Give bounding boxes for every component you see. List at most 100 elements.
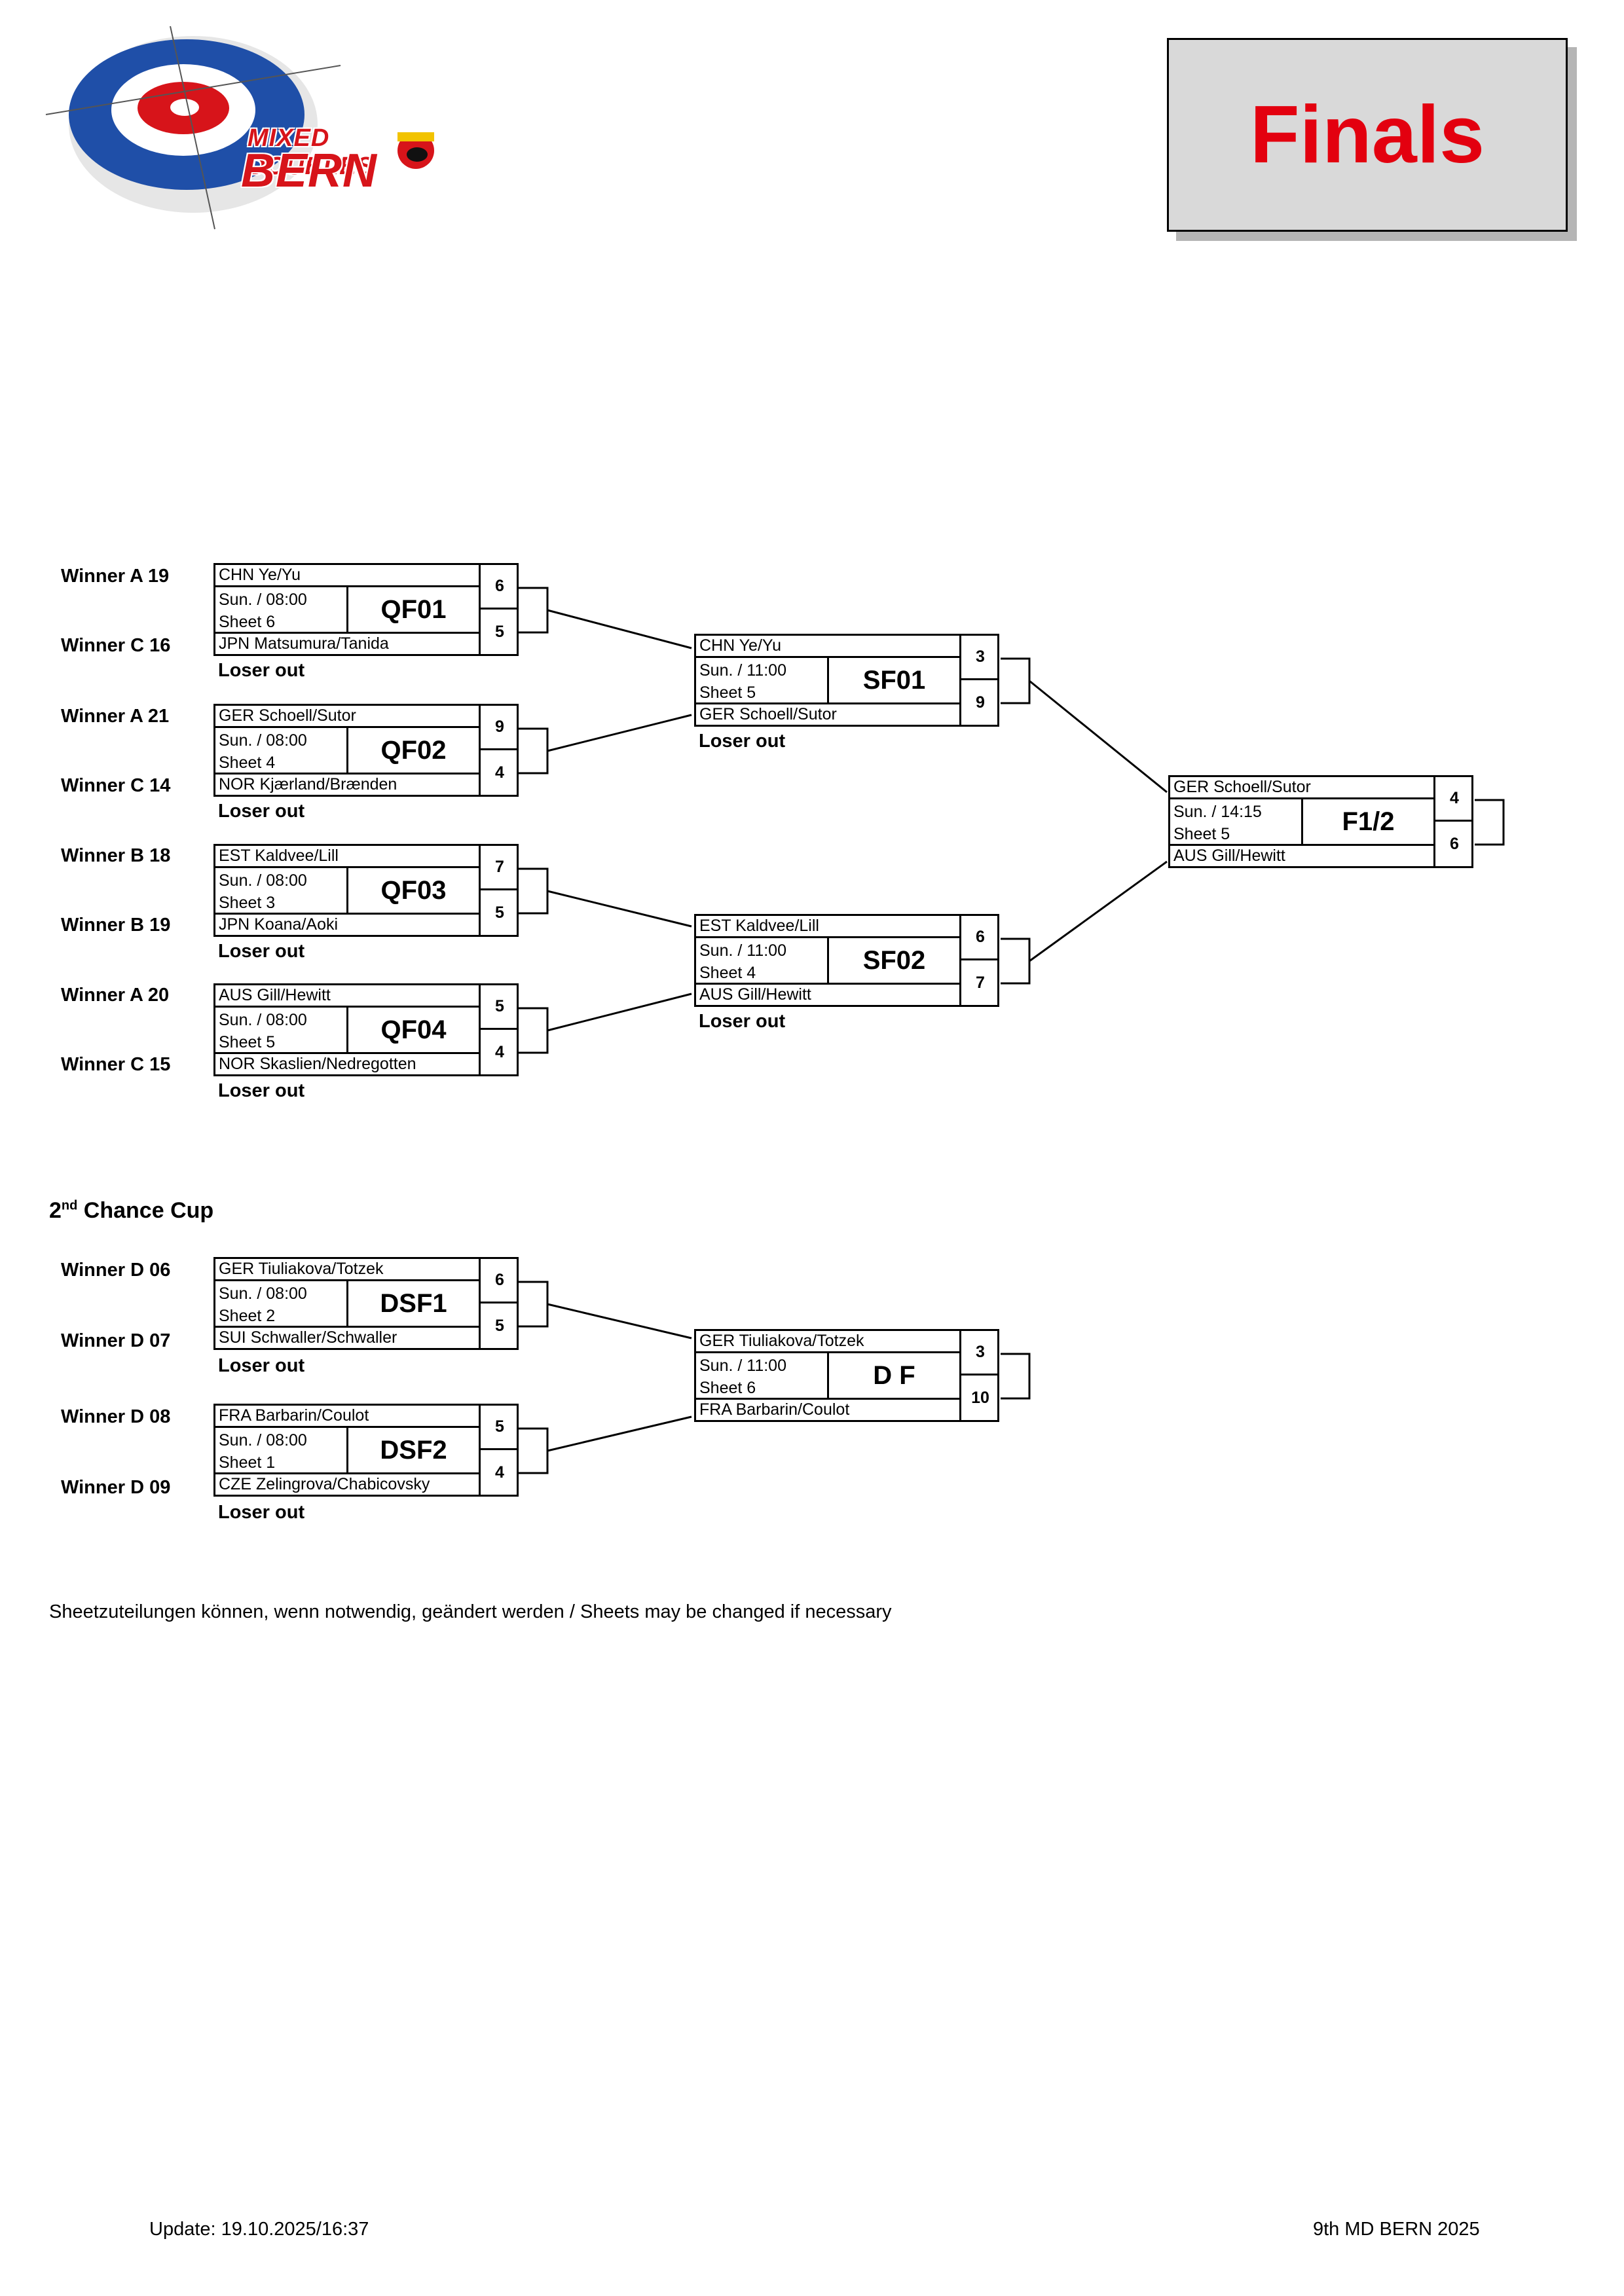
team-bottom: FRA Barbarin/Coulot xyxy=(696,1398,959,1420)
loser-note: Loser out xyxy=(218,1080,305,1101)
score-top: 6 xyxy=(961,916,999,960)
update-timestamp: Update: 19.10.2025/16:37 xyxy=(149,2219,369,2240)
title-box: Finals xyxy=(1167,38,1568,232)
match-df: GER Tiuliakova/Totzek Sun. / 11:00 Sheet… xyxy=(694,1329,999,1422)
score-top: 6 xyxy=(481,565,519,610)
score-bottom: 9 xyxy=(976,693,985,712)
team-bottom: JPN Matsumura/Tanida xyxy=(215,632,479,654)
match-sheet: Sheet 5 xyxy=(699,683,756,702)
score-column: 6 5 xyxy=(479,565,519,654)
loser-note: Loser out xyxy=(699,731,786,752)
score-bottom: 4 xyxy=(495,763,504,782)
score-top: 4 xyxy=(1435,777,1473,822)
match-sheet: Sheet 5 xyxy=(219,1033,276,1051)
match-date: Sun. / 08:00 xyxy=(219,1011,307,1029)
bern-bear-icon xyxy=(397,132,434,169)
score-top: 6 xyxy=(481,1259,519,1303)
team-top: GER Schoell/Sutor xyxy=(215,706,479,728)
team-top: GER Tiuliakova/Totzek xyxy=(215,1259,479,1281)
score-column: 5 4 xyxy=(479,1406,519,1495)
match-sheet: Sheet 2 xyxy=(219,1307,276,1325)
team-top: AUS Gill/Hewitt xyxy=(215,985,479,1008)
match-sheet: Sheet 4 xyxy=(219,754,276,772)
score-column: 3 10 xyxy=(959,1331,999,1420)
match-date: Sun. / 11:00 xyxy=(699,941,786,960)
logo-line2: BERN xyxy=(241,145,378,197)
score-top: 3 xyxy=(961,636,999,680)
team-top: GER Schoell/Sutor xyxy=(1170,777,1433,799)
score-top: 5 xyxy=(481,1406,519,1450)
sheet-change-note: Sheetzuteilungen können, wenn notwendig,… xyxy=(49,1601,892,1622)
second-chance-heading: 2nd Chance Cup xyxy=(49,1198,213,1224)
score-bottom: 4 xyxy=(495,1042,504,1061)
match-code: D F xyxy=(827,1353,959,1398)
score-bottom: 5 xyxy=(495,622,504,641)
match-date: Sun. / 08:00 xyxy=(219,1285,307,1303)
match-sheet: Sheet 3 xyxy=(219,894,276,912)
score-top: 5 xyxy=(481,985,519,1030)
match-sheet: Sheet 5 xyxy=(1173,825,1230,843)
match-code: DSF1 xyxy=(346,1281,479,1326)
score-column: 3 9 xyxy=(959,636,999,725)
team-bottom: SUI Schwaller/Schwaller xyxy=(215,1326,479,1348)
seed-label: Winner B 18 xyxy=(61,845,171,866)
team-bottom: NOR Kjærland/Brænden xyxy=(215,773,479,795)
score-bottom: 7 xyxy=(976,973,985,992)
match-date: Sun. / 08:00 xyxy=(219,871,307,890)
score-column: 5 4 xyxy=(479,985,519,1074)
seed-label: Winner C 15 xyxy=(61,1054,171,1075)
match-qf01: CHN Ye/Yu Sun. / 08:00 Sheet 6 QF01 JPN … xyxy=(213,563,519,656)
match-code: QF02 xyxy=(346,728,479,773)
team-top: CHN Ye/Yu xyxy=(215,565,479,587)
match-code: SF02 xyxy=(827,938,959,983)
seed-label: Winner A 19 xyxy=(61,566,170,587)
loser-note: Loser out xyxy=(699,1011,786,1032)
team-bottom: AUS Gill/Hewitt xyxy=(696,983,959,1005)
page-title: Finals xyxy=(1249,90,1485,180)
score-bottom: 4 xyxy=(495,1463,504,1482)
match-sf02: EST Kaldvee/Lill Sun. / 11:00 Sheet 4 SF… xyxy=(694,914,999,1007)
team-bottom: NOR Skaslien/Nedregotten xyxy=(215,1052,479,1074)
curling-house-icon xyxy=(45,26,434,230)
match-sheet: Sheet 6 xyxy=(219,613,276,631)
score-bottom: 6 xyxy=(1450,834,1459,853)
heading-ordinal: nd xyxy=(61,1198,78,1213)
team-bottom: JPN Koana/Aoki xyxy=(215,913,479,935)
match-sheet: Sheet 4 xyxy=(699,964,756,982)
event-logo: MIXED DOUBLES BERN xyxy=(39,26,458,242)
seed-label: Winner C 16 xyxy=(61,635,171,656)
seed-label: Winner B 19 xyxy=(61,915,171,936)
match-qf03: EST Kaldvee/Lill Sun. / 08:00 Sheet 3 QF… xyxy=(213,844,519,937)
score-column: 6 7 xyxy=(959,916,999,1005)
match-qf04: AUS Gill/Hewitt Sun. / 08:00 Sheet 5 QF0… xyxy=(213,983,519,1076)
seed-label: Winner A 20 xyxy=(61,985,170,1006)
match-sheet: Sheet 1 xyxy=(219,1453,276,1472)
match-dsf2: FRA Barbarin/Coulot Sun. / 08:00 Sheet 1… xyxy=(213,1404,519,1497)
seed-label: Winner D 07 xyxy=(61,1330,171,1351)
team-top: FRA Barbarin/Coulot xyxy=(215,1406,479,1428)
team-top: EST Kaldvee/Lill xyxy=(696,916,959,938)
match-date: Sun. / 08:00 xyxy=(219,591,307,609)
score-column: 7 5 xyxy=(479,846,519,935)
heading-number: 2 xyxy=(49,1198,62,1223)
team-top: CHN Ye/Yu xyxy=(696,636,959,658)
team-top: EST Kaldvee/Lill xyxy=(215,846,479,868)
match-date: Sun. / 08:00 xyxy=(219,1431,307,1449)
score-bottom: 5 xyxy=(495,1316,504,1335)
loser-note: Loser out xyxy=(218,1502,305,1523)
loser-note: Loser out xyxy=(218,660,305,681)
loser-note: Loser out xyxy=(218,941,305,962)
score-column: 4 6 xyxy=(1433,777,1473,866)
seed-label: Winner D 06 xyxy=(61,1260,171,1281)
match-dsf1: GER Tiuliakova/Totzek Sun. / 08:00 Sheet… xyxy=(213,1257,519,1350)
match-code: QF04 xyxy=(346,1008,479,1052)
match-code: DSF2 xyxy=(346,1428,479,1472)
seed-label: Winner D 09 xyxy=(61,1477,171,1498)
match-sf01: CHN Ye/Yu Sun. / 11:00 Sheet 5 SF01 GER … xyxy=(694,634,999,727)
loser-note: Loser out xyxy=(218,801,305,822)
loser-note: Loser out xyxy=(218,1355,305,1376)
score-bottom: 5 xyxy=(495,903,504,922)
match-sheet: Sheet 6 xyxy=(699,1379,756,1397)
event-name: 9th MD BERN 2025 xyxy=(1313,2219,1480,2240)
seed-label: Winner D 08 xyxy=(61,1406,171,1427)
